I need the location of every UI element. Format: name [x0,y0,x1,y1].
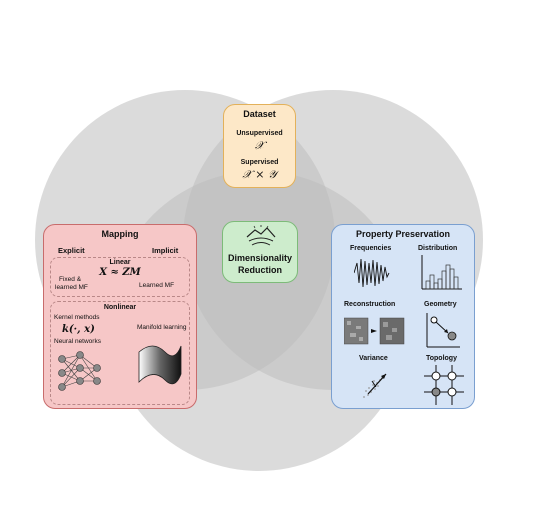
kernel-methods-label: Kernel methods [54,314,100,321]
property-preservation-box: Property Preservation Frequencies Distri… [331,224,475,409]
neural-networks-label: Neural networks [54,338,101,345]
linear-math: X ≈ ZM [99,267,141,278]
nonlinear-title: Nonlinear [103,304,137,311]
frequencies-label: Frequencies [350,245,392,252]
fixed-label-line1: Fixed & [59,276,82,283]
supervised-math: 𝒳 × 𝒴 [242,168,277,181]
mapping-title: Mapping [101,229,139,239]
explicit-label: Explicit [58,246,85,255]
geometry-icon [426,313,460,348]
distribution-label: Distribution [418,245,458,252]
linear-title: Linear [109,259,131,266]
property-title: Property Preservation [355,229,451,239]
implicit-label: Implicit [152,246,179,255]
center-title-line1: Dimensionality [227,253,292,263]
nonlinear-panel: Nonlinear Kernel methods k(·, x) Neural … [50,301,190,405]
kernel-math: k(·, x) [62,324,95,335]
topology-label: Topology [426,355,457,362]
supervised-label: Supervised [240,159,279,166]
unsupervised-math: 𝒳 [254,139,265,152]
distribution-icon [421,255,462,290]
dimensionality-reduction-box: Dimensionality Reduction [222,221,298,283]
frequencies-icon [354,258,390,288]
reconstruction-icon [344,317,405,345]
unsupervised-label: Unsupervised [236,130,283,137]
neural-network-icon [58,351,101,391]
geometry-label: Geometry [424,301,457,308]
linear-panel: Linear X ≈ ZM Fixed & learned MF Learned… [50,257,190,297]
logo-icon [246,225,276,246]
fixed-label-line2: learned MF [55,284,88,291]
manifold-icon [138,345,182,385]
learned-mf-label: Learned MF [139,282,175,289]
center-title-line2: Reduction [238,265,282,275]
dataset-box: Dataset Unsupervised 𝒳 Supervised 𝒳 × 𝒴 [223,104,296,188]
topology-icon [424,365,464,405]
manifold-learning-label: Manifold learning [137,324,187,331]
variance-label: Variance [359,355,388,362]
dataset-title: Dataset [243,109,276,119]
variance-icon [363,373,387,398]
reconstruction-label: Reconstruction [344,301,396,308]
mapping-box: Mapping Explicit Implicit Linear X ≈ ZM … [43,224,197,409]
